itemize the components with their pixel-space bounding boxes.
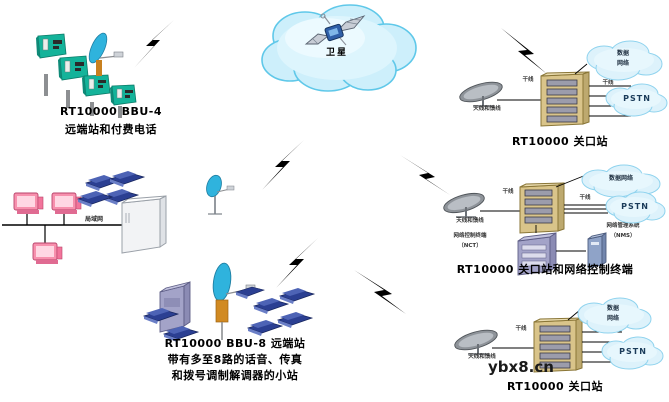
gateway-bottom-data-label-1: 数据 (606, 305, 619, 312)
gateway-top-pstn-label: PSTN (623, 94, 651, 103)
gateway-nct-trunk-label: 干线 (579, 195, 591, 201)
link-bbu8-sat-bolt (276, 238, 318, 288)
gateway-bottom-group: 天线和馈线 干线 干线 (450, 309, 660, 378)
gateway-bottom-title: RT10000 关口站 (506, 380, 604, 393)
watermark-text: ybx8.cn (488, 358, 554, 376)
gateway-bottom-antenna-label: 天线和馈线 (468, 354, 496, 360)
link-bbu4-sat-bolt (134, 20, 174, 68)
remote-dish-icon (88, 32, 124, 76)
bbu4-group (30, 28, 150, 118)
bbu4-title-line2: 远端站和付费电话 (65, 123, 157, 136)
gateway-nct-feeder-label: 干线 (502, 189, 514, 195)
gateway-nct-data-cloud: 数据网络 (576, 163, 666, 199)
bbu8-title-line2: 带有多至8路的话音、传真 (167, 353, 303, 366)
bbu8-title-line1: RT10000 BBU-8 远端站 (164, 337, 306, 350)
gateway-top-data-label-1: 数据 (616, 50, 629, 57)
link-sat-gateway-nct-bolt (400, 155, 450, 195)
gateway-bottom-pstn-cloud: PSTN (596, 335, 666, 371)
satellite-cloud-shape (261, 4, 417, 92)
gateway-nct-pstn-label: PSTN (621, 202, 649, 211)
gateway-top-diagram (459, 63, 631, 127)
nms-label-line2: （NMS） (610, 233, 636, 239)
gateway-nct-diagram (443, 174, 608, 276)
gateway-nct-antenna-label: 天线和馈线 (456, 218, 484, 224)
gateway-top-feeder-label: 干线 (522, 77, 534, 83)
bbu8-cluster-icon (142, 262, 316, 342)
gateway-nct-group: 天线和馈线 干线 干线 网络控制终端 （NCT） 网络管理系统 （NMS） (440, 174, 665, 276)
satellite-cloud-group: 卫星 (250, 2, 425, 98)
gateway-nct-data-label: 数据网络 (608, 175, 633, 182)
data-cloud-shape-2 (581, 164, 661, 198)
nct-label-line1: 网络控制终端 (453, 233, 487, 239)
bbu4-title-line1: RT10000 BBU-4 (60, 105, 162, 118)
data-cloud-shape (586, 40, 663, 81)
gateway-nct-title: RT10000 关口站和网络控制终端 (456, 263, 634, 276)
gateway-top-title: RT10000 关口站 (511, 135, 609, 148)
lan-uplink-dish-icon (206, 174, 235, 215)
gateway-bottom-data-label-2: 网络 (606, 315, 619, 322)
gateway-top-data-cloud: 数据 网络 (578, 40, 666, 82)
pstn-cloud-shape-2 (605, 191, 666, 224)
payphone-cluster-icon (36, 33, 137, 118)
gateway-top-group: 天线和馈线 干线 干线 (455, 63, 665, 132)
gateway-bottom-diagram (454, 309, 622, 373)
link-sat-gateway-bottom-bolt (354, 270, 406, 314)
satellite-label: 卫星 (325, 48, 348, 58)
link-lan-sat-bolt (262, 140, 304, 190)
gateway-bottom-feeder-label: 干线 (515, 326, 527, 332)
lan-group: 局域网 (0, 165, 240, 280)
lan-topology (2, 171, 167, 264)
nct-label-line2: （NCT） (458, 243, 482, 249)
satellite-icon (304, 13, 366, 46)
gateway-bottom-data-cloud: 数据 网络 (570, 296, 656, 336)
pstn-cloud-shape (605, 83, 668, 117)
nms-label-line1: 网络管理系统 (606, 223, 640, 229)
gateway-top-data-label-2: 网络 (616, 60, 629, 67)
gateway-top-antenna-label: 天线和馈线 (473, 106, 501, 112)
lan-label: 局域网 (84, 216, 103, 223)
link-sat-gateway-top-bolt (501, 28, 547, 74)
gateway-top-trunk-label: 干线 (602, 80, 614, 86)
pstn-cloud-shape-3 (601, 336, 664, 370)
gateway-bottom-pstn-label: PSTN (619, 347, 647, 356)
gateway-top-pstn-cloud: PSTN (600, 82, 669, 118)
bbu8-group (142, 258, 340, 342)
data-cloud-shape-3 (577, 297, 652, 334)
gateway-nct-pstn-cloud: PSTN (600, 190, 668, 226)
bbu8-title-line3: 和拨号调制解调器的小站 (171, 369, 299, 382)
